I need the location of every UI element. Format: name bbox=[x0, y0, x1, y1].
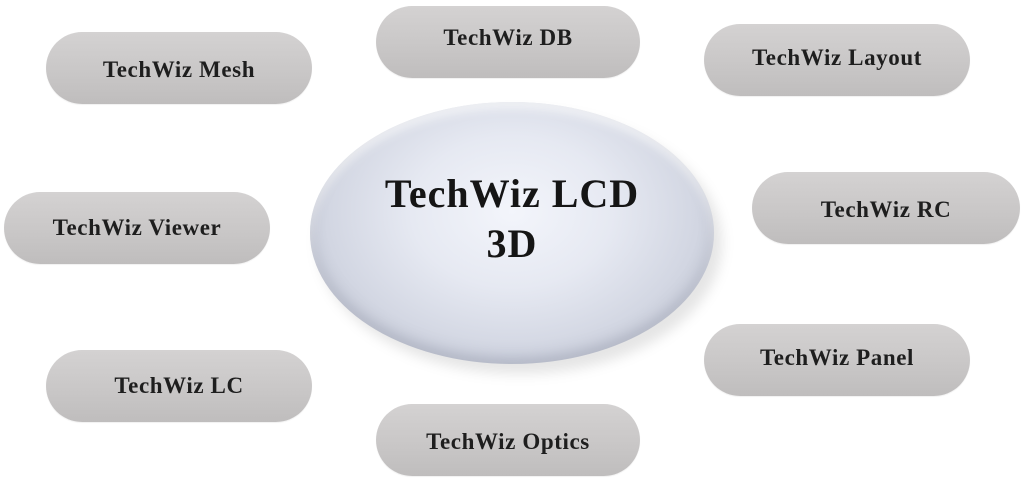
module-label: TechWiz DB bbox=[443, 25, 573, 50]
module-label: TechWiz Panel bbox=[759, 345, 915, 370]
module-label: TechWiz Mesh bbox=[102, 57, 256, 82]
module-techwiz-optics: TechWiz Optics bbox=[376, 404, 640, 476]
module-techwiz-rc: TechWiz RC bbox=[752, 172, 1020, 244]
module-techwiz-mesh: TechWiz Mesh bbox=[46, 32, 312, 104]
module-techwiz-layout: TechWiz Layout bbox=[704, 24, 970, 96]
module-label: TechWiz LC bbox=[114, 373, 244, 398]
module-label: TechWiz Viewer bbox=[52, 215, 222, 240]
module-techwiz-lc: TechWiz LC bbox=[46, 350, 312, 422]
center-node: TechWiz LCD 3D bbox=[310, 102, 714, 364]
center-node-text: TechWiz LCD 3D bbox=[385, 169, 639, 269]
module-label: TechWiz Optics bbox=[426, 429, 590, 454]
center-title-line2: 3D bbox=[486, 221, 538, 266]
module-techwiz-viewer: TechWiz Viewer bbox=[4, 192, 270, 264]
module-techwiz-db: TechWiz DB bbox=[376, 6, 640, 78]
module-label: TechWiz RC bbox=[820, 197, 952, 222]
center-title-line1: TechWiz LCD bbox=[384, 171, 640, 216]
module-label: TechWiz Layout bbox=[751, 45, 923, 70]
module-techwiz-panel: TechWiz Panel bbox=[704, 324, 970, 396]
